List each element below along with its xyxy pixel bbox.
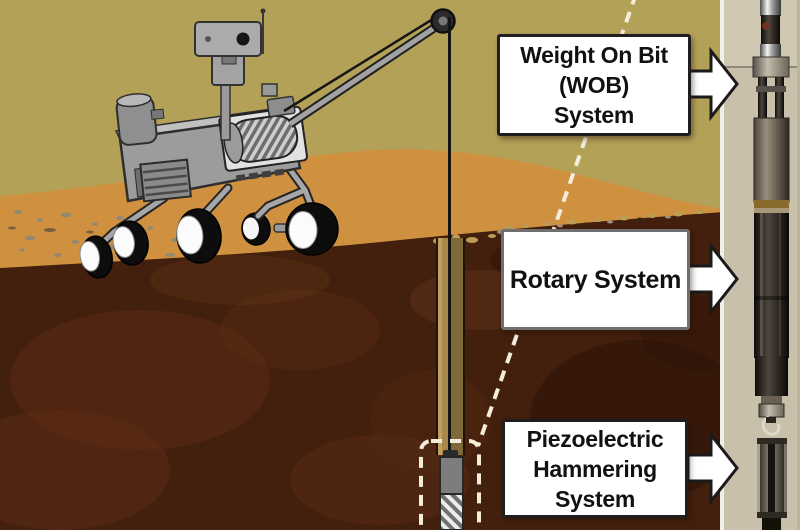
callout-piezoelectric-hammering: Piezoelectric Hammering System [502,419,688,518]
callout-line: Piezoelectric [526,425,664,452]
camera-eye [236,32,250,46]
rover-rtg-cylinder [115,93,165,146]
callout-line: (WOB) [558,72,630,98]
callout-line: Weight On Bit [520,42,668,68]
rover-mast [194,8,296,141]
callout-line: System [554,485,636,512]
rover-body [114,93,308,203]
pulley [430,8,456,34]
hardware-photo-panel [720,0,800,530]
callout-line: Hammering [533,455,657,482]
rover-finned-box [134,158,192,203]
rover-radiator-drum [218,105,308,172]
callout-rotary-system: Rotary System [501,229,690,330]
drill-string-photo [752,0,790,530]
drill-bit-highlight-box [419,439,481,530]
mars-rover-illustration [79,8,456,452]
drill-bit [439,450,464,530]
rover-wheels [79,202,339,279]
hook [761,415,781,436]
callout-line: System [553,102,635,128]
rover-boom-arm [283,12,446,128]
callout-line: Rotary System [509,265,682,294]
drill-hardware-photo [724,0,800,530]
callout-weight-on-bit: Weight On Bit (WOB) System [497,34,691,136]
rover-wheel-far [241,212,271,246]
